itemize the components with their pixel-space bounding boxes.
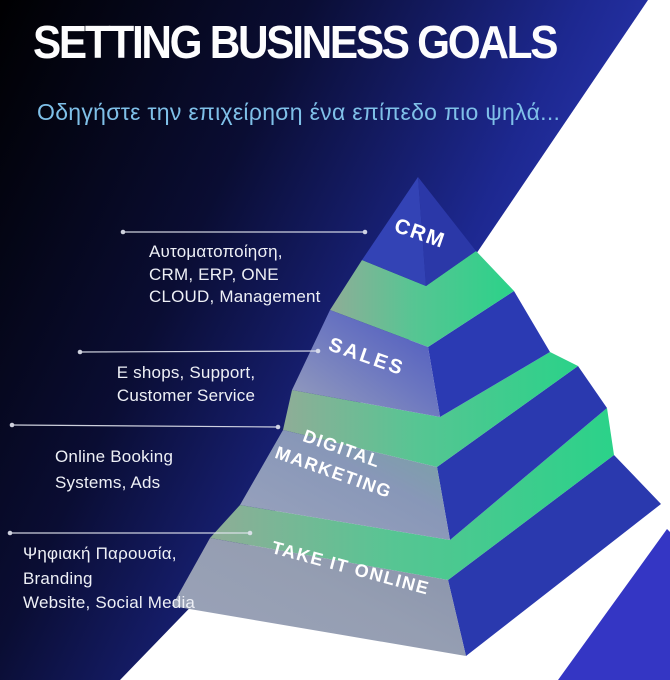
level4-right-face [448,455,661,656]
level4-top-face [210,408,614,580]
annotation-digital-marketing: Online Booking Systems, Ads [55,444,173,496]
annotation-crm-line3: CLOUD, Management [149,287,321,306]
annotation-take-it-online-line1: Ψηφιακή Παρουσία, [23,544,177,563]
annotation-digital-marketing-line2: Systems, Ads [55,473,161,492]
annotation-connector-line-sales [77,348,321,355]
annotation-connectors [7,229,368,536]
level4-front-face [172,538,466,656]
annotation-connector-line-crm [120,229,368,235]
corner-accent-triangle [558,529,670,680]
annotation-crm-line1: Αυτοματοποίηση, [149,242,283,261]
page-subtitle: Οδηγήστε την επιχείρηση ένα επίπεδο πιο … [37,99,561,125]
page-title: SETTING BUSINESS GOALS [33,16,558,68]
annotation-digital-marketing-line1: Online Booking [55,447,174,466]
annotation-sales-line2: Customer Service [116,386,256,405]
level2-right-face [428,291,550,417]
annotation-take-it-online-line3: Website, Social Media [23,593,196,612]
pyramid [172,177,661,656]
level3-top-face [283,352,578,467]
annotation-sales: E shops, Support, Customer Service [108,361,264,407]
annotation-connector-line-digital-marketing [9,422,281,430]
level2-top-face [330,251,514,347]
annotation-take-it-online-line2: Branding [23,568,93,588]
level3-right-face [437,366,607,540]
annotation-sales-line1: E shops, Support, [116,363,256,382]
annotation-take-it-online: Ψηφιακή Παρουσία, Branding Website, Soci… [23,542,195,616]
annotation-crm-line2: CRM, ERP, ONE [149,264,279,284]
annotation-connector-line-take-it-online [7,530,253,536]
level3-front-face [240,430,450,540]
level1-front-face [362,177,426,286]
level1-right-face [418,177,476,286]
level2-front-face [292,310,440,417]
annotation-crm: Αυτοματοποίηση, CRM, ERP, ONE CLOUD, Man… [149,241,321,309]
